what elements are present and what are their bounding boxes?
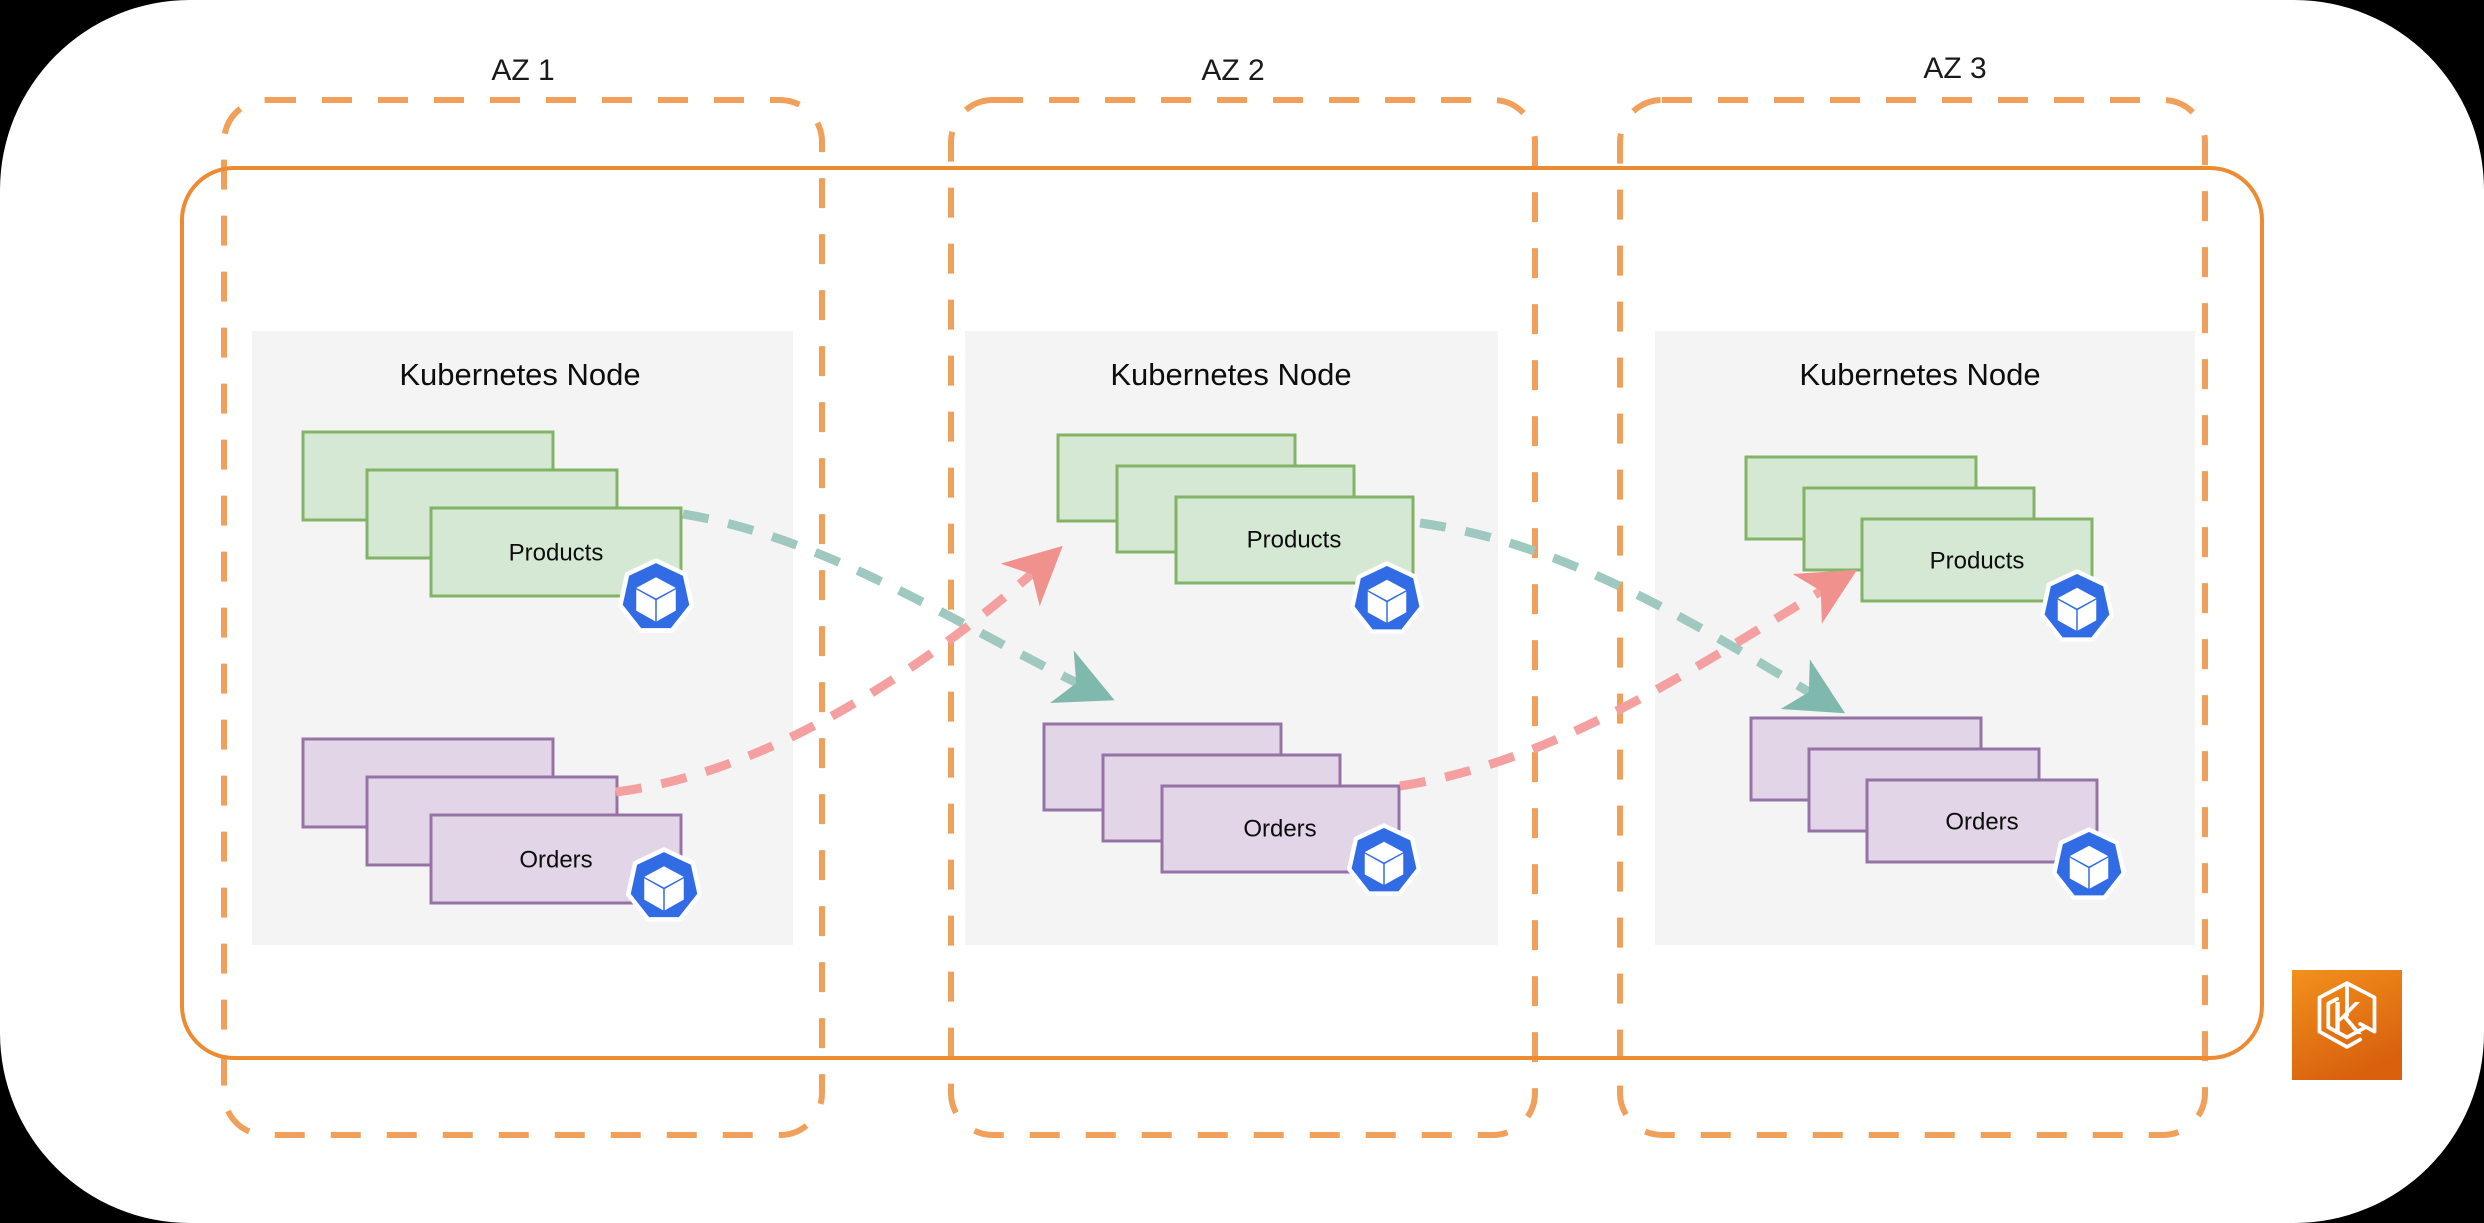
pod-label-orders: Orders	[1243, 815, 1316, 842]
availability-zone-labels: AZ 1 AZ 2 AZ 3	[491, 52, 1986, 87]
node-title-az1: Kubernetes Node	[399, 357, 640, 392]
eks-service-icon[interactable]: K	[2292, 970, 2402, 1080]
az-label-az2: AZ 2	[1201, 54, 1264, 87]
kubernetes-icon	[2040, 569, 2115, 642]
kubernetes-icon	[626, 847, 702, 922]
connection-products-az1-to-orders-az2[interactable]	[682, 509, 1115, 704]
node-title-az2: Kubernetes Node	[1110, 357, 1351, 392]
az-label-az3: AZ 3	[1923, 52, 1986, 85]
connection-products-az2-to-orders-az3[interactable]	[1419, 518, 1846, 714]
kubernetes-pod-icons	[618, 558, 2127, 922]
pod-label-orders: Orders	[1945, 808, 2018, 835]
eks-cluster-boundary[interactable]	[180, 166, 2264, 1060]
az-boundary-az1[interactable]	[221, 97, 825, 1138]
connection-orders-az2-to-products-az3[interactable]	[1399, 569, 1858, 791]
node-title-az3: Kubernetes Node	[1799, 357, 2040, 392]
pod-stack-az2-orders[interactable]: Orders	[1042, 722, 1401, 874]
pod-label-orders: Orders	[519, 846, 592, 873]
az-boundary-az3[interactable]	[1617, 97, 2208, 1138]
kubernetes-icon	[2052, 827, 2127, 900]
az-boundary-az2[interactable]	[948, 97, 1538, 1138]
eks-badge-letter: K	[2332, 992, 2363, 1044]
availability-zone-boundaries	[221, 97, 2208, 1138]
pod-label-products: Products	[1930, 547, 2025, 574]
pod-stack-az1-orders[interactable]: Orders	[301, 737, 683, 905]
eks-badge-glyph	[2317, 981, 2377, 1049]
cross-az-connections	[615, 509, 1858, 797]
kubernetes-icon	[1347, 823, 1422, 896]
pod-label-products: Products	[509, 539, 604, 566]
kubernetes-icon	[618, 558, 694, 633]
pod-label-products: Products	[1247, 526, 1342, 553]
az-label-az1: AZ 1	[491, 54, 554, 87]
kubernetes-icon	[1350, 561, 1425, 634]
pod-stack-az1-products[interactable]: Products	[301, 430, 683, 598]
